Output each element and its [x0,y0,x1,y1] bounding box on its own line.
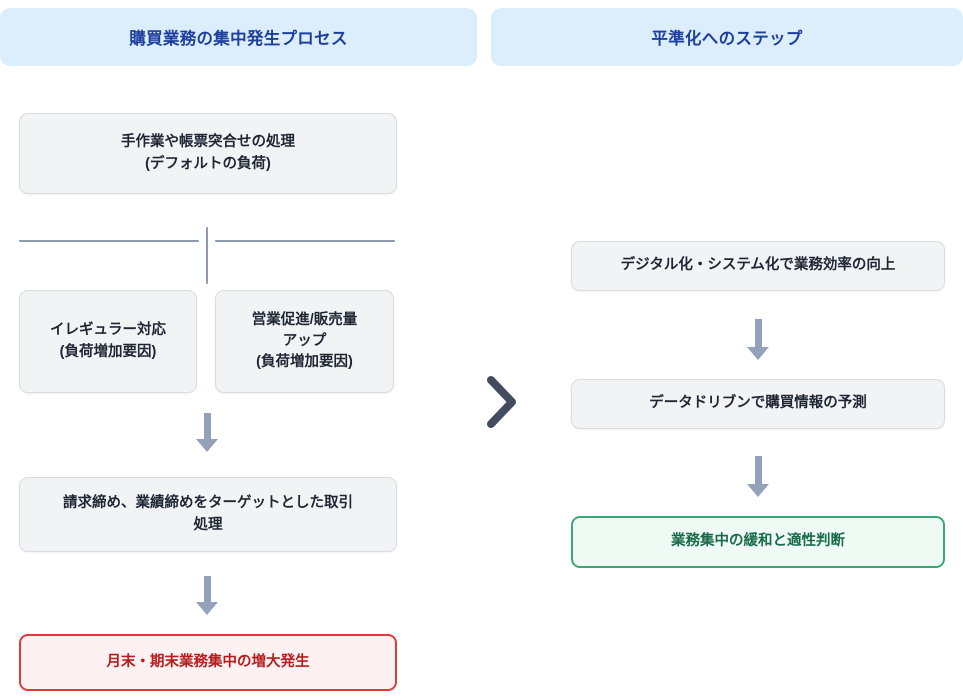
column-header-left: 購買業務の集中発生プロセス [0,8,477,66]
arrow-down-icon-closing-to-surge [196,576,218,615]
node-digitalization-label: デジタル化・システム化で業務効率の向上 [620,257,896,274]
column-header-right: 平準化へのステップ [491,8,963,66]
column-header-left-label: 購買業務の集中発生プロセス [129,30,348,48]
arrow-down-icon-digital-to-data [747,319,769,360]
arrow-shaft [203,576,211,602]
arrow-head [196,439,218,452]
node-workload-leveling: 業務集中の緩和と適性判断 [571,516,945,568]
arrow-head [196,602,218,615]
node-manual-processing: 手作業や帳票突合せの処理 (デフォルトの負荷) [19,113,397,194]
node-irregular-handling: イレギュラー対応 (負荷増加要因) [19,290,197,393]
node-month-end-surge-label: 月末・期末業務集中の増大発生 [106,653,310,670]
arrow-down-icon-data-to-leveling [747,456,769,497]
node-sales-promotion-line2: アップ [282,332,327,349]
node-sales-promotion-line1: 営業促進/販売量 [251,311,358,328]
chevron-right-glyph [487,376,516,428]
node-irregular-handling-line2: (負荷増加要因) [59,343,157,360]
chevron-right-icon [480,373,524,431]
arrow-head [747,347,769,360]
arrow-down-icon-branch-to-closing [196,413,218,452]
node-closing-transactions-line1: 請求締め、業績締めをターゲットとした取引 [63,495,353,512]
node-sales-promotion-line3: (負荷増加要因) [256,354,353,370]
branch-rail-left [19,240,199,242]
node-manual-processing-line1: 手作業や帳票突合せの処理 [121,134,295,151]
node-irregular-handling-line1: イレギュラー対応 [50,322,166,339]
branch-stem-center [206,227,208,284]
arrow-shaft [754,319,762,347]
arrow-shaft [203,413,211,439]
node-data-driven-forecast-label: データドリブンで購買情報の予測 [649,395,867,412]
node-digitalization: デジタル化・システム化で業務効率の向上 [571,241,945,291]
column-header-right-label: 平準化へのステップ [651,30,803,48]
node-data-driven-forecast: データドリブンで購買情報の予測 [571,379,945,429]
branch-rail-right [215,240,395,242]
node-workload-leveling-label: 業務集中の緩和と適性判断 [671,533,845,550]
arrow-shaft [754,456,762,484]
node-manual-processing-line2: (デフォルトの負荷) [145,155,271,172]
node-closing-transactions-line2: 処理 [193,516,223,533]
node-month-end-surge: 月末・期末業務集中の増大発生 [19,634,397,691]
arrow-head [747,484,769,497]
node-sales-promotion: 営業促進/販売量 アップ (負荷増加要因) [215,290,394,393]
node-closing-transactions: 請求締め、業績締めをターゲットとした取引 処理 [19,477,397,552]
